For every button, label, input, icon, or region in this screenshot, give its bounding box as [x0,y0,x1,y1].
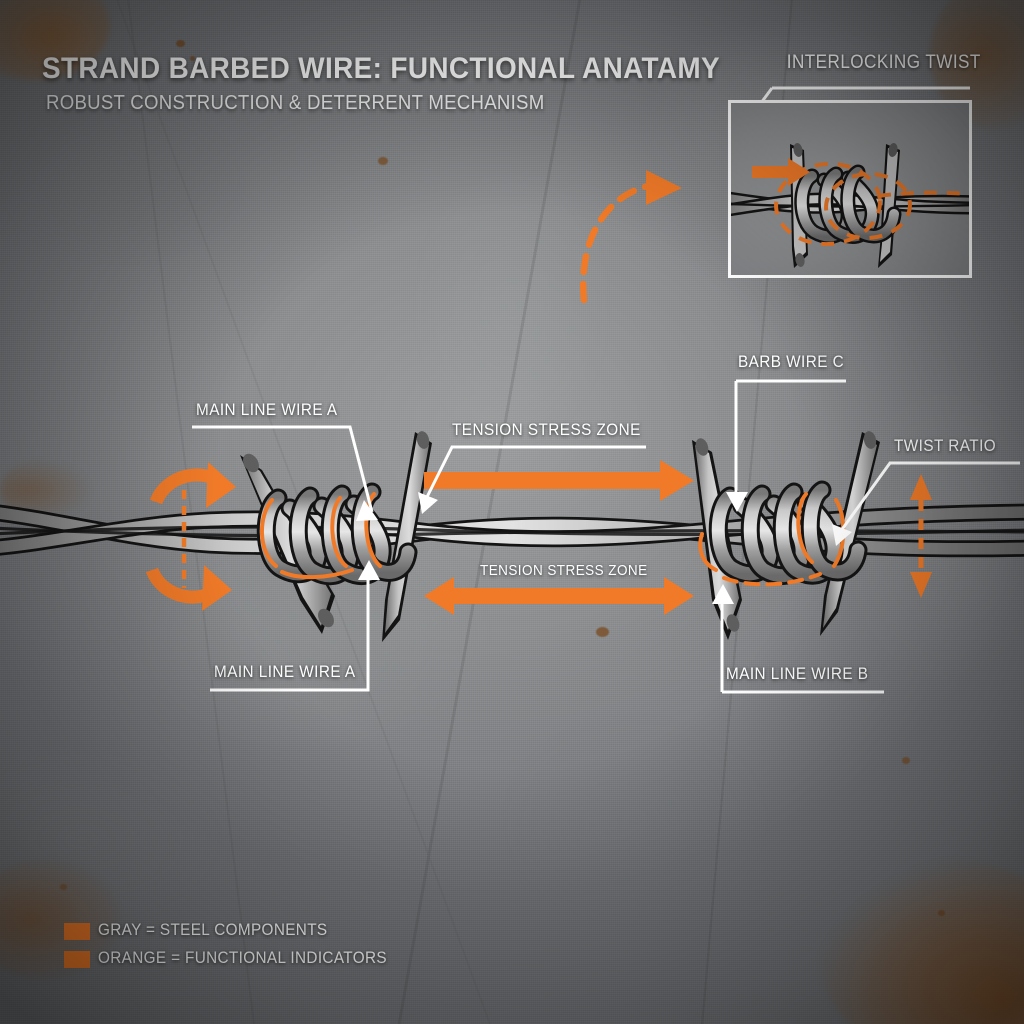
infographic-canvas: STRAND BARBED WIRE: FUNCTIONAL ANATAMY R… [0,0,1024,1024]
background-vignette [0,0,1024,1024]
